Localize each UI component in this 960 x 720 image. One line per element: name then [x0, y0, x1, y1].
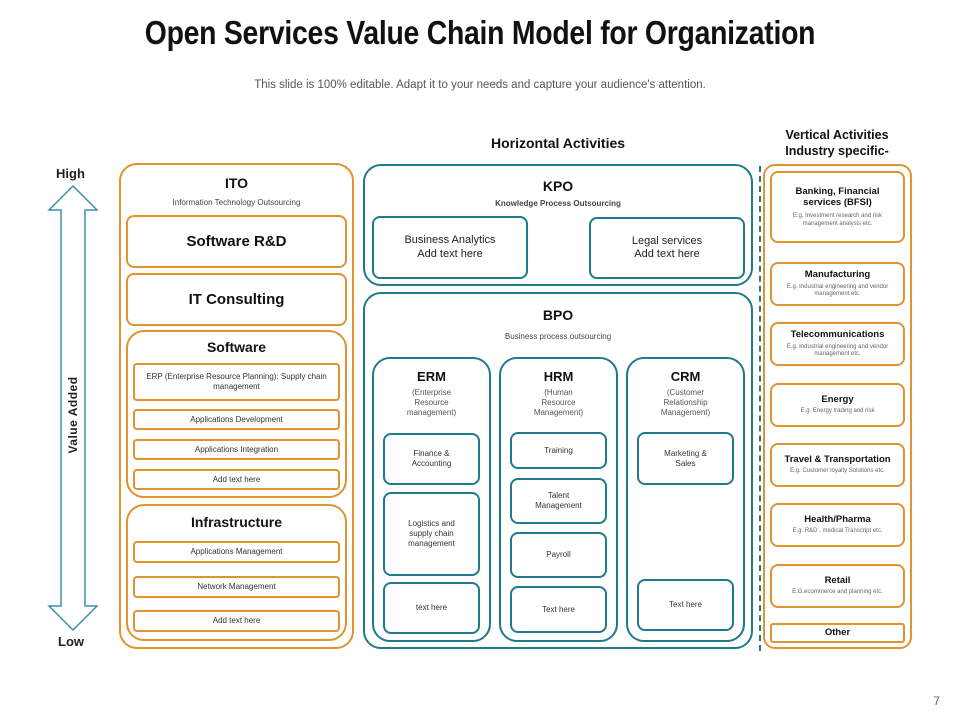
infrastructure-group [126, 504, 347, 641]
crm-item: Marketing & Sales [637, 432, 734, 485]
value-double-arrow [47, 184, 99, 632]
horizontal-activities-header: Horizontal Activities [490, 135, 626, 151]
software-title: Software [206, 339, 267, 355]
ito-container [119, 163, 354, 649]
erm-desc: (Enterprise Resource management) [406, 388, 457, 417]
hrm-title: HRM [543, 369, 574, 384]
hrm-desc: (Human Resource Management) [533, 388, 584, 417]
vertical-item-other: Other [770, 623, 905, 643]
slide-number: 7 [933, 694, 940, 708]
vertical-item-telecommunications: Telecommunications E.g. Industrial engin… [770, 322, 905, 366]
crm-desc: (Customer Relationship Management) [660, 388, 711, 417]
bpo-container [363, 292, 753, 649]
axis-high-label: High [56, 166, 85, 181]
axis-low-label: Low [58, 634, 84, 649]
erm-item: Finance & Accounting [383, 433, 480, 485]
software-rd-label: Software R&D [186, 233, 287, 250]
crm-column [626, 357, 745, 642]
hrm-item: Talent Management [510, 478, 607, 524]
bpo-subtitle: Business process outsourcing [504, 332, 612, 341]
it-consulting-box: IT Consulting [126, 273, 347, 326]
vertical-item-health: Health/Pharma E.g. R&D , medical Transcr… [770, 503, 905, 547]
page-title: Open Services Value Chain Model for Orga… [144, 14, 816, 51]
vertical-item-manufacturing: Manufacturing E.g. Industrial engineerin… [770, 262, 905, 306]
vertical-item-travel: Travel & Transportation E.g. Customer lo… [770, 443, 905, 487]
vertical-divider [759, 166, 761, 651]
hrm-column [499, 357, 618, 642]
software-item: ERP (Enterprise Resource Planning): Supp… [133, 363, 340, 401]
kpo-container [363, 164, 753, 286]
hrm-item: Payroll [510, 532, 607, 578]
software-rd-box: Software R&D [126, 215, 347, 268]
kpo-subtitle: Knowledge Process Outsourcing [495, 199, 621, 208]
page-subtitle: This slide is 100% editable. Adapt it to… [254, 79, 706, 91]
hrm-item: Text here [510, 586, 607, 633]
software-item: Applications Development [133, 409, 340, 430]
crm-item: Text here [637, 579, 734, 631]
erm-title: ERM [417, 369, 446, 384]
erm-column [372, 357, 491, 642]
infrastructure-title: Infrastructure [190, 514, 283, 530]
crm-title: CRM [670, 369, 701, 384]
kpo-title: KPO [542, 178, 574, 194]
axis-label: Value Added [66, 376, 80, 454]
ito-title: ITO [224, 175, 249, 191]
erm-item: Logistics and supply chain management [383, 492, 480, 576]
vertical-activities-container [763, 164, 912, 649]
vertical-item-bfsi: Banking, Financial services (BFSI) E.g. … [770, 171, 905, 243]
vertical-item-retail: Retail E.G.ecommerce and planning etc. [770, 564, 905, 608]
it-consulting-label: IT Consulting [188, 291, 285, 308]
infrastructure-item: Applications Management [133, 541, 340, 563]
software-item: Add text here [133, 469, 340, 490]
hrm-item: Training [510, 432, 607, 469]
bpo-title: BPO [542, 307, 574, 323]
infrastructure-item: Network Management [133, 576, 340, 598]
ito-subtitle: Information Technology Outsourcing [172, 198, 301, 207]
software-group [126, 330, 347, 498]
vertical-item-energy: Energy E.g. Energy trading and risk [770, 383, 905, 427]
vertical-activities-header: Vertical Activities Industry specific- [785, 128, 889, 158]
infrastructure-item: Add text here [133, 610, 340, 632]
software-item: Applications Integration [133, 439, 340, 460]
erm-item: text here [383, 582, 480, 634]
